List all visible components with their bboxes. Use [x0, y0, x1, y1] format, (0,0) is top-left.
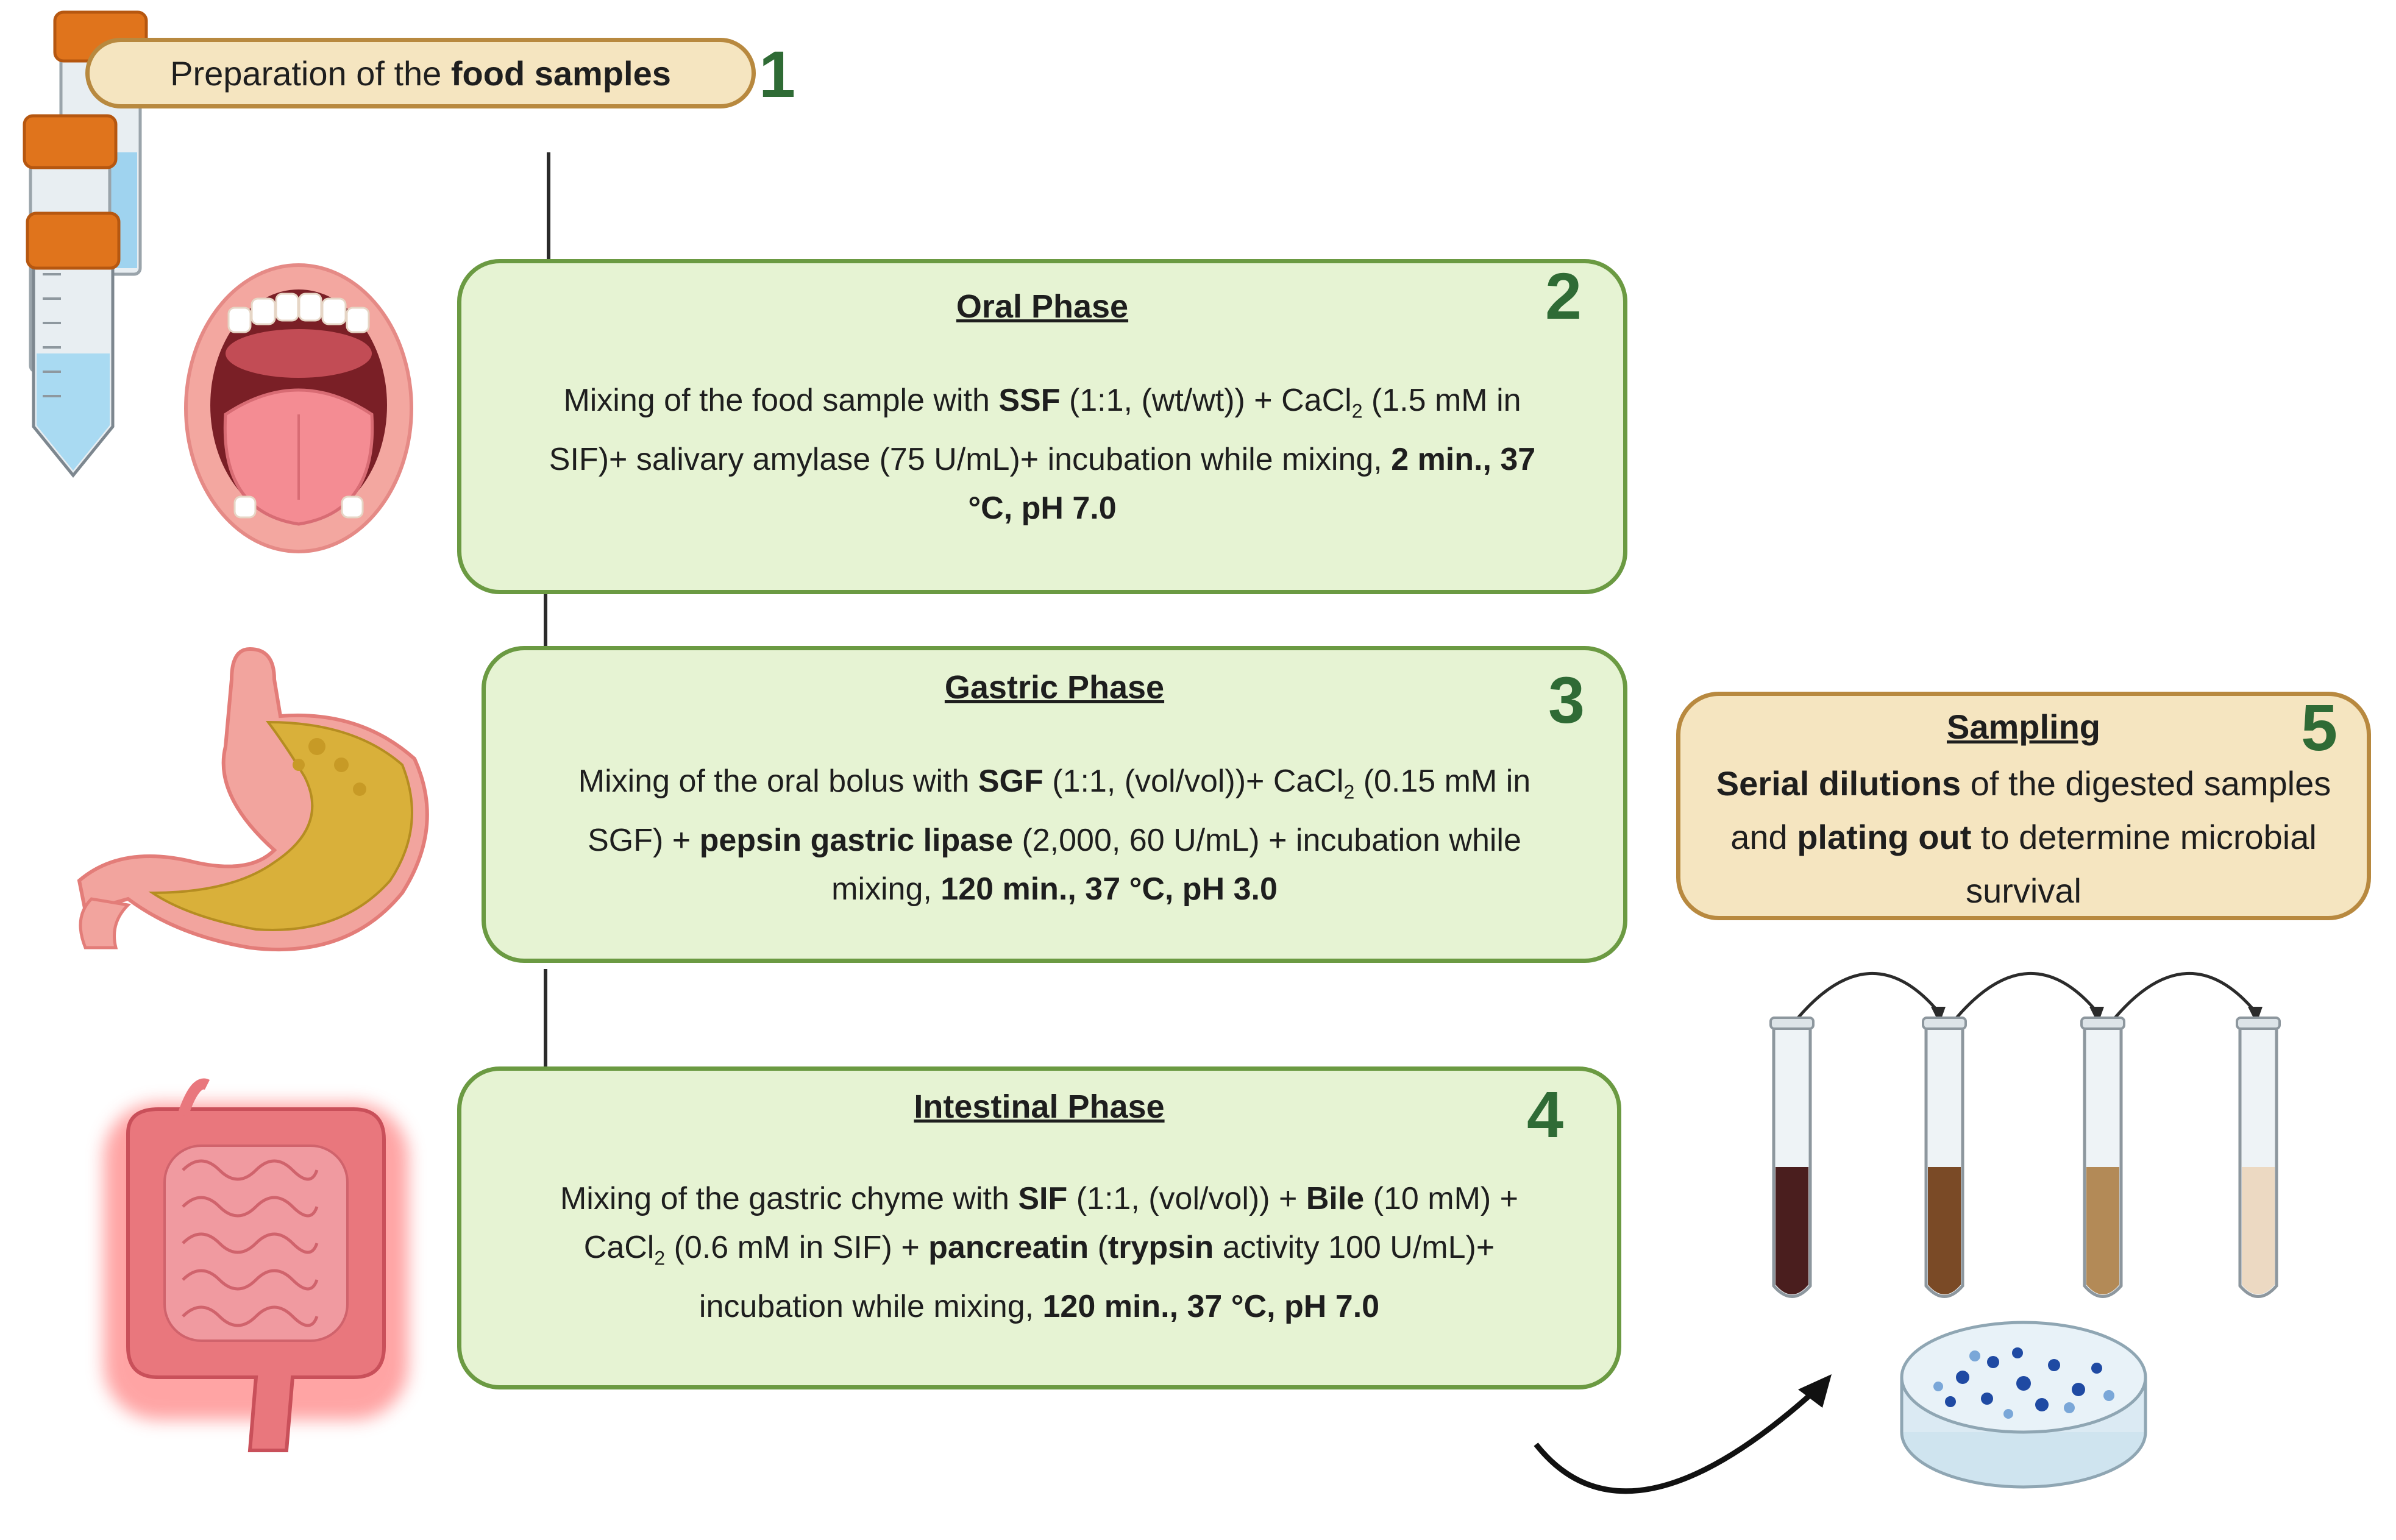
preparation-text: Preparation of the food samples	[170, 54, 671, 93]
petri-dish-icon	[1900, 1321, 2147, 1489]
preparation-label: Preparation of the food samples	[85, 38, 756, 108]
centrifuge-tubes-icon	[23, 10, 148, 478]
intestinal-phase-box: Intestinal Phase Mixing of the gastric c…	[457, 1066, 1621, 1389]
stomach-icon	[77, 647, 429, 952]
test-tube-icon	[1769, 1017, 1815, 1298]
gastric-phase-box: Gastric Phase Mixing of the oral bolus w…	[482, 646, 1627, 963]
gastric-phase-description: Mixing of the oral bolus with SGF (1:1, …	[578, 764, 1531, 907]
intestinal-phase-description: Mixing of the gastric chyme with SIF (1:…	[560, 1181, 1519, 1325]
curved-arrow-icon	[1534, 1374, 1832, 1494]
step-number-3: 3	[1548, 663, 1585, 737]
test-tube-icon	[2236, 1017, 2281, 1298]
oral-phase-box: Oral Phase Mixing of the food sample wit…	[457, 259, 1627, 594]
open-mouth-icon	[184, 263, 413, 553]
oral-phase-title: Oral Phase	[956, 288, 1129, 325]
test-tube-icon	[1922, 1017, 1967, 1298]
sampling-description: Serial dilutions of the digested samples…	[1716, 764, 2331, 910]
intestines-icon	[104, 1078, 408, 1452]
gastric-phase-title: Gastric Phase	[944, 669, 1165, 706]
preparation-bold: food samples	[450, 54, 671, 93]
oral-phase-description: Mixing of the food sample with SSF (1:1,…	[549, 383, 1536, 527]
step-number-2: 2	[1545, 259, 1582, 333]
test-tube-icon	[2080, 1017, 2125, 1298]
sampling-title: Sampling	[1946, 708, 2101, 746]
serial-dilution-arrows	[1797, 972, 2263, 1024]
step-number-1: 1	[759, 37, 796, 111]
sampling-box: Sampling Serial dilutions of the digeste…	[1676, 692, 2371, 920]
intestinal-phase-title: Intestinal Phase	[914, 1088, 1165, 1125]
step-number-5: 5	[2301, 690, 2338, 764]
step-number-4: 4	[1527, 1077, 1564, 1151]
